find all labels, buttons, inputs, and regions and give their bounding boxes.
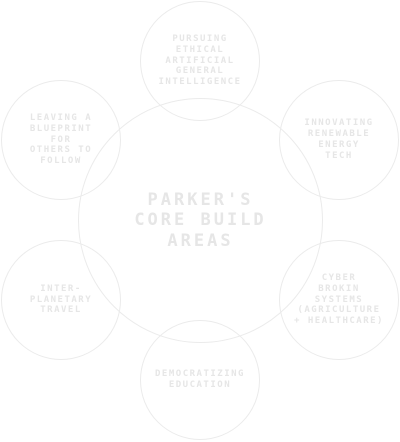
area-circle-blueprint: Leaving a blueprint for others to follow (1, 80, 121, 200)
center-label: Parker's Core Build Areas (134, 189, 267, 251)
area-label: Pursuing ethical artificial general inte… (158, 34, 242, 88)
area-label: Inter- planetary travel (29, 283, 93, 316)
area-circle-travel: Inter- planetary travel (1, 240, 121, 360)
area-label: Democratizing education (155, 369, 245, 390)
area-label: Cyber brokin systems (agriculture + heal… (294, 273, 384, 327)
area-circle-agi: Pursuing ethical artificial general inte… (140, 1, 260, 121)
area-circle-systems: Cyber brokin systems (agriculture + heal… (279, 240, 399, 360)
area-circle-education: Democratizing education (140, 320, 260, 440)
area-label: Innovating renewable energy tech (304, 118, 374, 161)
center-circle: Parker's Core Build Areas (78, 98, 323, 343)
area-circle-energy: Innovating renewable energy tech (279, 80, 399, 200)
area-label: Leaving a blueprint for others to follow (29, 113, 93, 167)
